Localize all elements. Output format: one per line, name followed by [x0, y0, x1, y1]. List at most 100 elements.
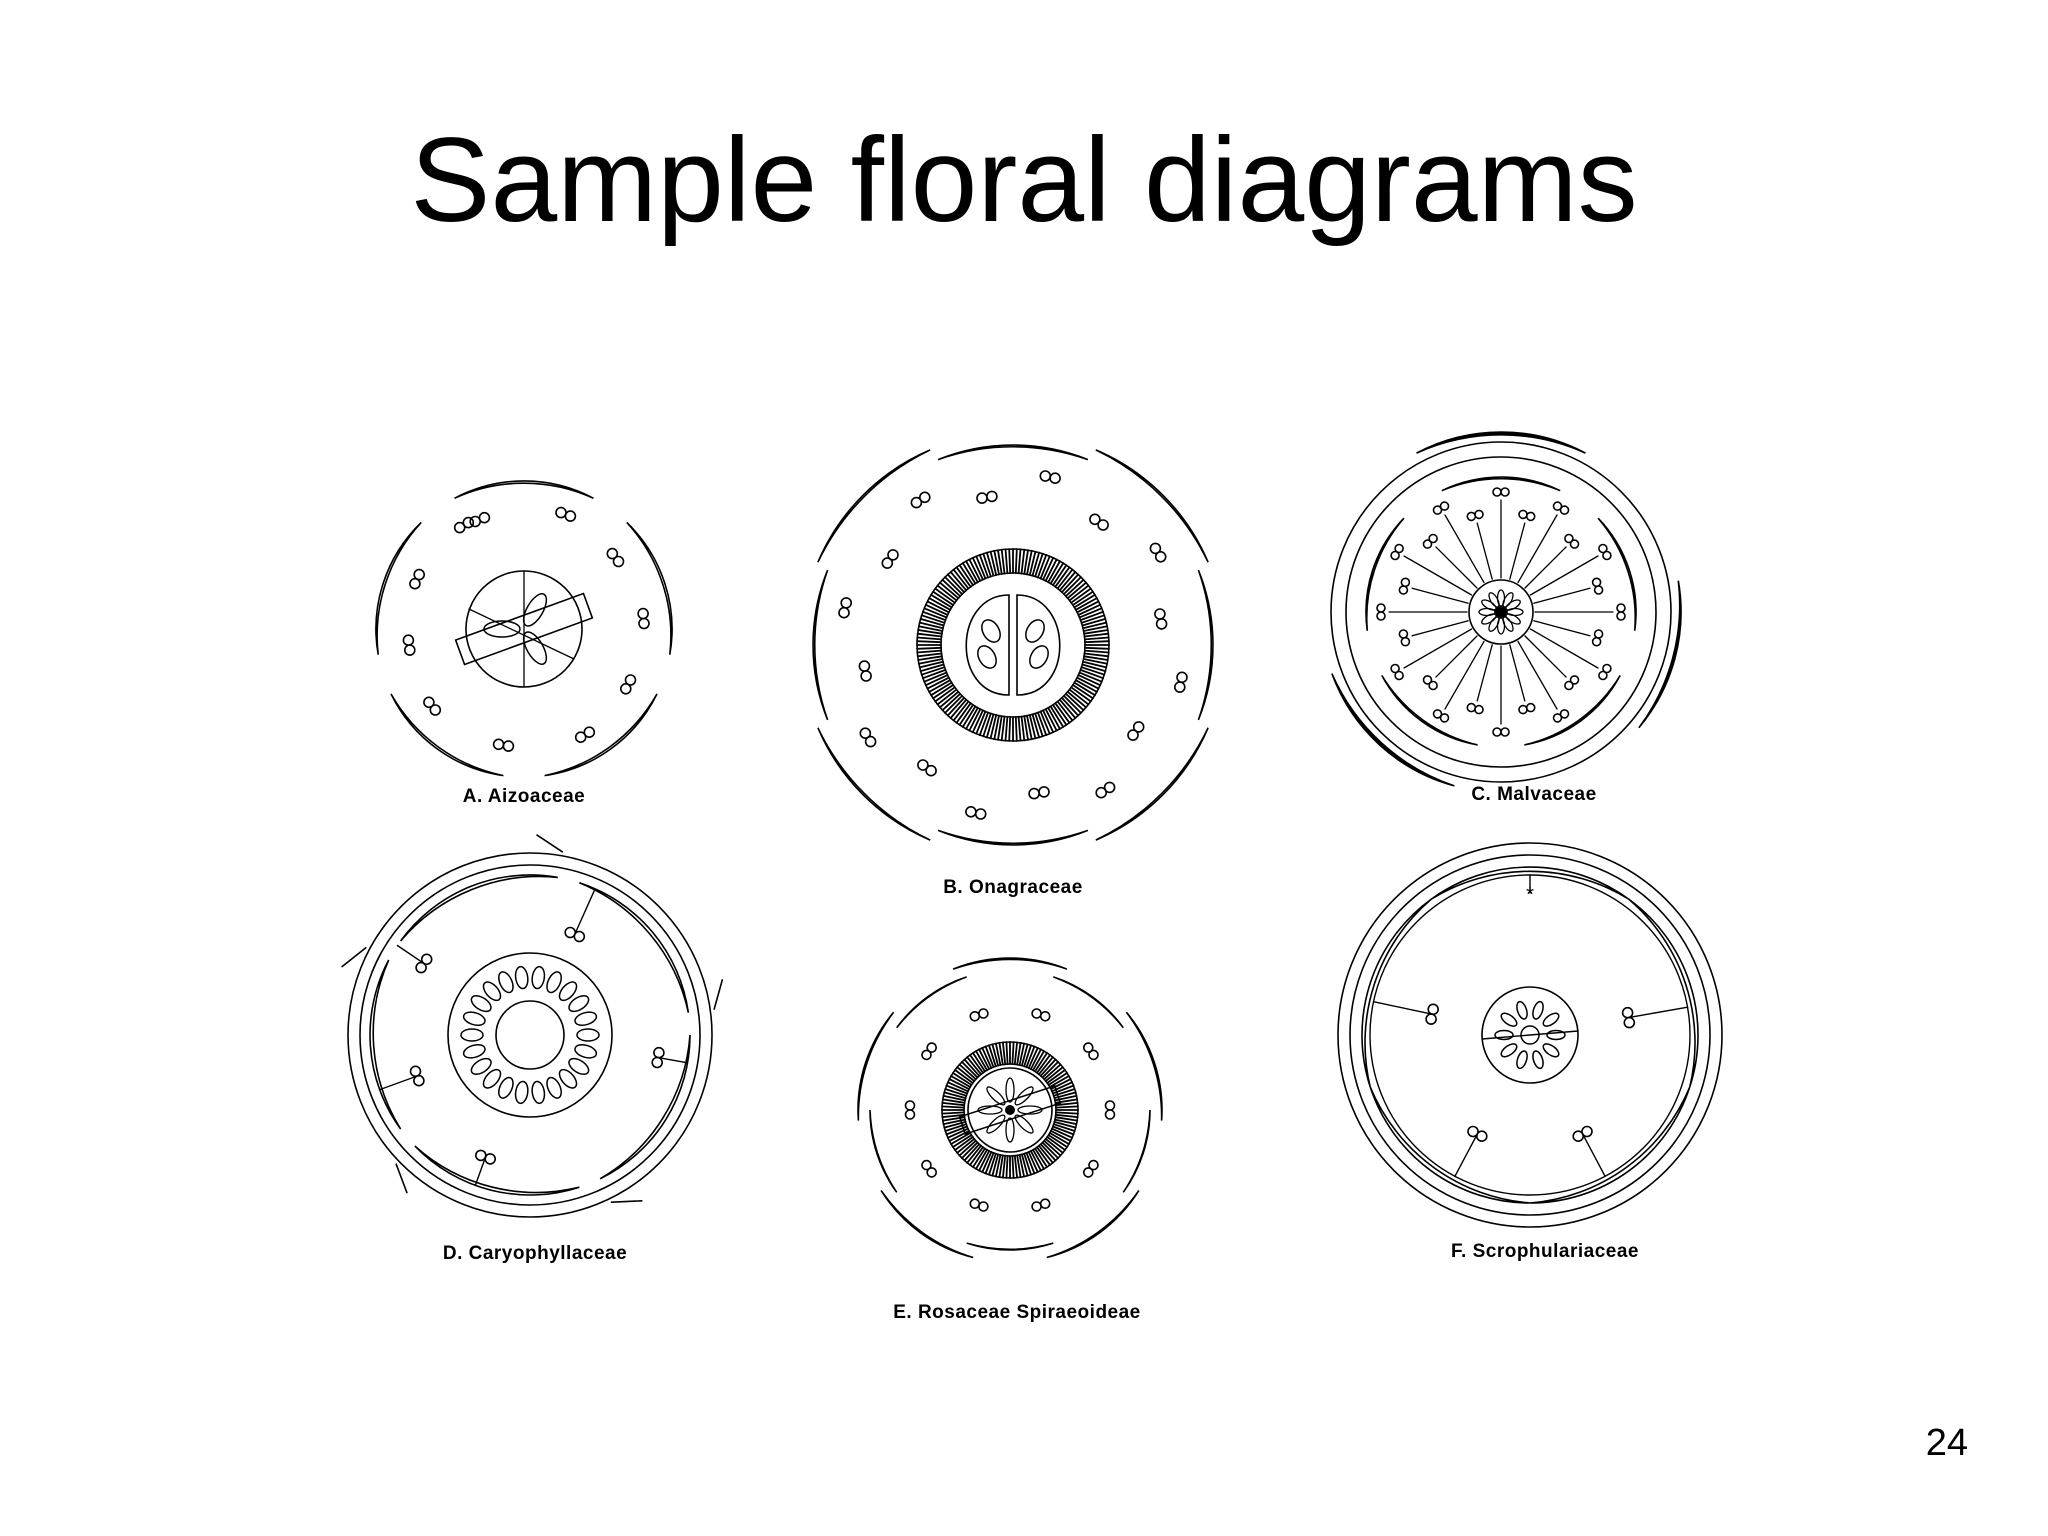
stamen — [1127, 721, 1145, 741]
stamen — [1616, 603, 1626, 621]
ovule — [1516, 1050, 1528, 1070]
stamen — [904, 1100, 916, 1120]
sepal — [812, 569, 829, 721]
carpel — [1502, 616, 1514, 632]
stamen — [1598, 543, 1612, 561]
carpel — [1014, 1114, 1034, 1134]
calyx-outer — [347, 852, 713, 1218]
sepal — [390, 693, 504, 777]
carpel — [1505, 613, 1521, 625]
filament — [1509, 522, 1526, 580]
ovule — [558, 1068, 578, 1089]
ovule — [546, 1076, 562, 1099]
filament — [1411, 587, 1469, 604]
carpel — [1488, 592, 1500, 608]
ovule — [514, 1080, 529, 1105]
sepal — [454, 480, 594, 500]
stamen — [1031, 1198, 1051, 1212]
carpel — [986, 1086, 1006, 1106]
calyx — [1330, 441, 1672, 783]
filament — [1435, 546, 1478, 589]
petal — [1095, 449, 1209, 563]
ovule — [574, 1011, 598, 1026]
sepal — [937, 829, 1089, 846]
carpel-lobe — [483, 620, 521, 638]
stamen — [637, 607, 650, 630]
stamen — [1083, 1042, 1099, 1061]
stamen — [1422, 533, 1438, 549]
locule-left — [965, 594, 1010, 696]
diagram-rosaceae-spiraeoideae — [857, 957, 1163, 1259]
stamen — [1104, 1100, 1116, 1120]
nectary-disc — [916, 548, 1110, 742]
stamen — [910, 491, 931, 509]
gynoecium-band — [454, 592, 594, 666]
ovule — [1546, 1029, 1566, 1041]
ovule — [1029, 645, 1049, 669]
ovule — [470, 995, 492, 1013]
stamen — [1518, 509, 1536, 522]
ovule — [1532, 1050, 1544, 1070]
diagram-label-f: F. Scrophulariaceae — [1451, 1241, 1639, 1262]
petal — [414, 1145, 580, 1196]
stamen — [1422, 675, 1438, 691]
stamen — [1095, 781, 1116, 799]
petal — [579, 882, 690, 1013]
staminal-column — [1468, 579, 1534, 645]
stamen — [555, 506, 577, 522]
carpel — [1014, 1086, 1034, 1106]
sepal — [1197, 569, 1214, 721]
stamen — [1039, 470, 1061, 485]
calyx-tooth — [610, 1200, 643, 1203]
filament — [1372, 1001, 1433, 1015]
carpel — [1505, 599, 1521, 611]
ovule — [498, 971, 514, 994]
stamen — [402, 634, 416, 656]
sepal — [857, 1011, 895, 1121]
petal — [1361, 898, 1432, 1088]
ovule — [498, 1076, 514, 1099]
sepal — [1046, 1190, 1140, 1259]
petal — [1381, 674, 1478, 746]
diagram-scrophulariaceae: * — [1337, 842, 1723, 1228]
ovule — [482, 1068, 502, 1089]
petal — [1369, 1086, 1531, 1204]
filament — [1454, 1133, 1479, 1178]
filament — [1524, 546, 1567, 589]
carpel — [1005, 1077, 1015, 1103]
filament — [1529, 555, 1599, 596]
stamen — [1591, 577, 1604, 595]
ovule — [460, 1028, 484, 1042]
stamen — [1398, 629, 1411, 647]
calyx-tooth — [713, 979, 724, 1010]
ovary — [1481, 986, 1579, 1084]
epicalyx-bract — [1416, 431, 1586, 454]
ovule — [470, 1057, 492, 1075]
petal — [896, 976, 967, 1029]
carpel — [986, 1114, 1006, 1134]
stamen — [921, 1042, 938, 1061]
diagram-onagraceae — [812, 444, 1214, 846]
ovule — [1532, 1000, 1544, 1020]
stamen — [1390, 663, 1404, 681]
petal — [869, 1109, 898, 1193]
gynoecium-band — [958, 1085, 1062, 1135]
calyx-tooth — [536, 834, 564, 853]
calyx-tooth — [341, 946, 367, 968]
filament — [1517, 640, 1558, 710]
stamen — [409, 1065, 425, 1087]
stamen — [881, 549, 899, 569]
ovary-wall — [447, 952, 613, 1118]
sepal — [880, 1190, 974, 1259]
stamen — [1492, 487, 1510, 497]
diagram-caryophyllaceae — [341, 834, 724, 1218]
carpel-lobe — [522, 593, 548, 627]
petal — [399, 874, 558, 942]
stamen — [1083, 1159, 1099, 1178]
stamen — [917, 759, 937, 777]
page-number: 24 — [1925, 1422, 1968, 1464]
stamen — [415, 953, 433, 974]
sepal — [1125, 1011, 1163, 1121]
petal — [1365, 517, 1405, 631]
